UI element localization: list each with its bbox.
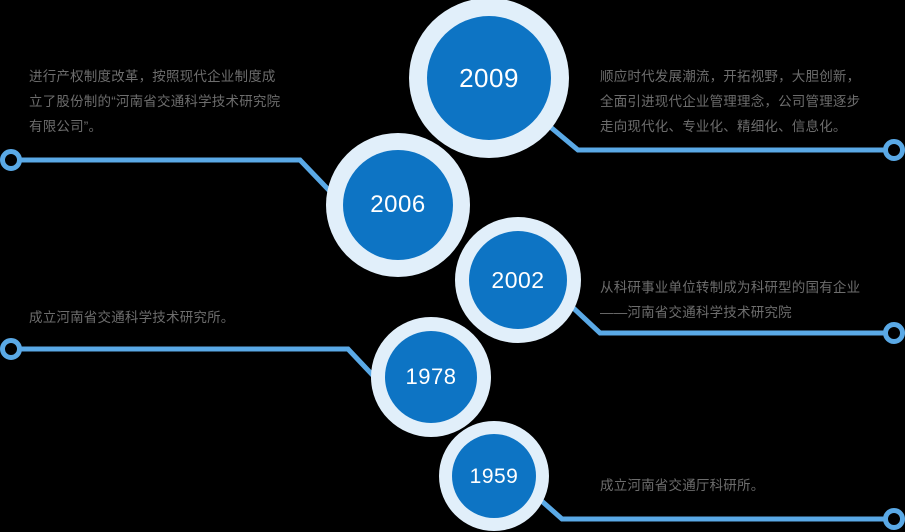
caption-1959-right: 成立河南省交通厅科研所。 — [600, 478, 765, 493]
timeline-node-2002-disc: 2002 — [469, 231, 567, 329]
connector-2002-right — [566, 301, 905, 344]
endpoint-dot-2006 — [0, 149, 22, 171]
timeline-node-1959-disc: 1959 — [452, 434, 536, 518]
timeline-node-2002[interactable]: 2002 — [455, 217, 581, 343]
timeline-node-2009-disc: 2009 — [427, 16, 551, 140]
endpoint-dot-1978 — [0, 338, 22, 360]
connector-1959-right — [534, 494, 905, 530]
timeline-node-2006-disc: 2006 — [343, 150, 453, 260]
connector-2009-right — [546, 123, 905, 161]
endpoint-dot-1959 — [883, 508, 905, 530]
caption-2002-right: 从科研事业单位转制成为科研型的国有企业 ——河南省交通科学技术研究院 — [600, 280, 861, 320]
caption-2009-right: 顺应时代发展潮流，开拓视野，大胆创新， 全面引进现代企业管理理念，公司管理逐步 … — [600, 69, 861, 134]
connector-1978-left — [0, 338, 384, 387]
timeline-node-2006[interactable]: 2006 — [326, 133, 470, 277]
timeline-node-1959[interactable]: 1959 — [439, 421, 549, 531]
endpoint-dot-2009 — [883, 139, 905, 161]
timeline-year-1959: 1959 — [469, 464, 519, 488]
timeline-node-1978-disc: 1978 — [385, 331, 477, 423]
timeline-node-1978[interactable]: 1978 — [371, 317, 491, 437]
endpoint-dot-2002 — [883, 322, 905, 344]
timeline-year-1978: 1978 — [405, 364, 457, 389]
timeline-year-2009: 2009 — [459, 63, 519, 93]
caption-1978-left: 成立河南省交通科学技术研究所。 — [29, 310, 235, 325]
connector-2006-left — [0, 149, 347, 209]
timeline-year-2006: 2006 — [370, 191, 426, 218]
caption-2006-left: 进行产权制度改革，按照现代企业制度成 立了股份制的“河南省交通科学技术研究院 有… — [29, 69, 281, 134]
timeline-node-2009[interactable]: 2009 — [409, 0, 569, 158]
timeline-year-2002: 2002 — [491, 266, 545, 293]
